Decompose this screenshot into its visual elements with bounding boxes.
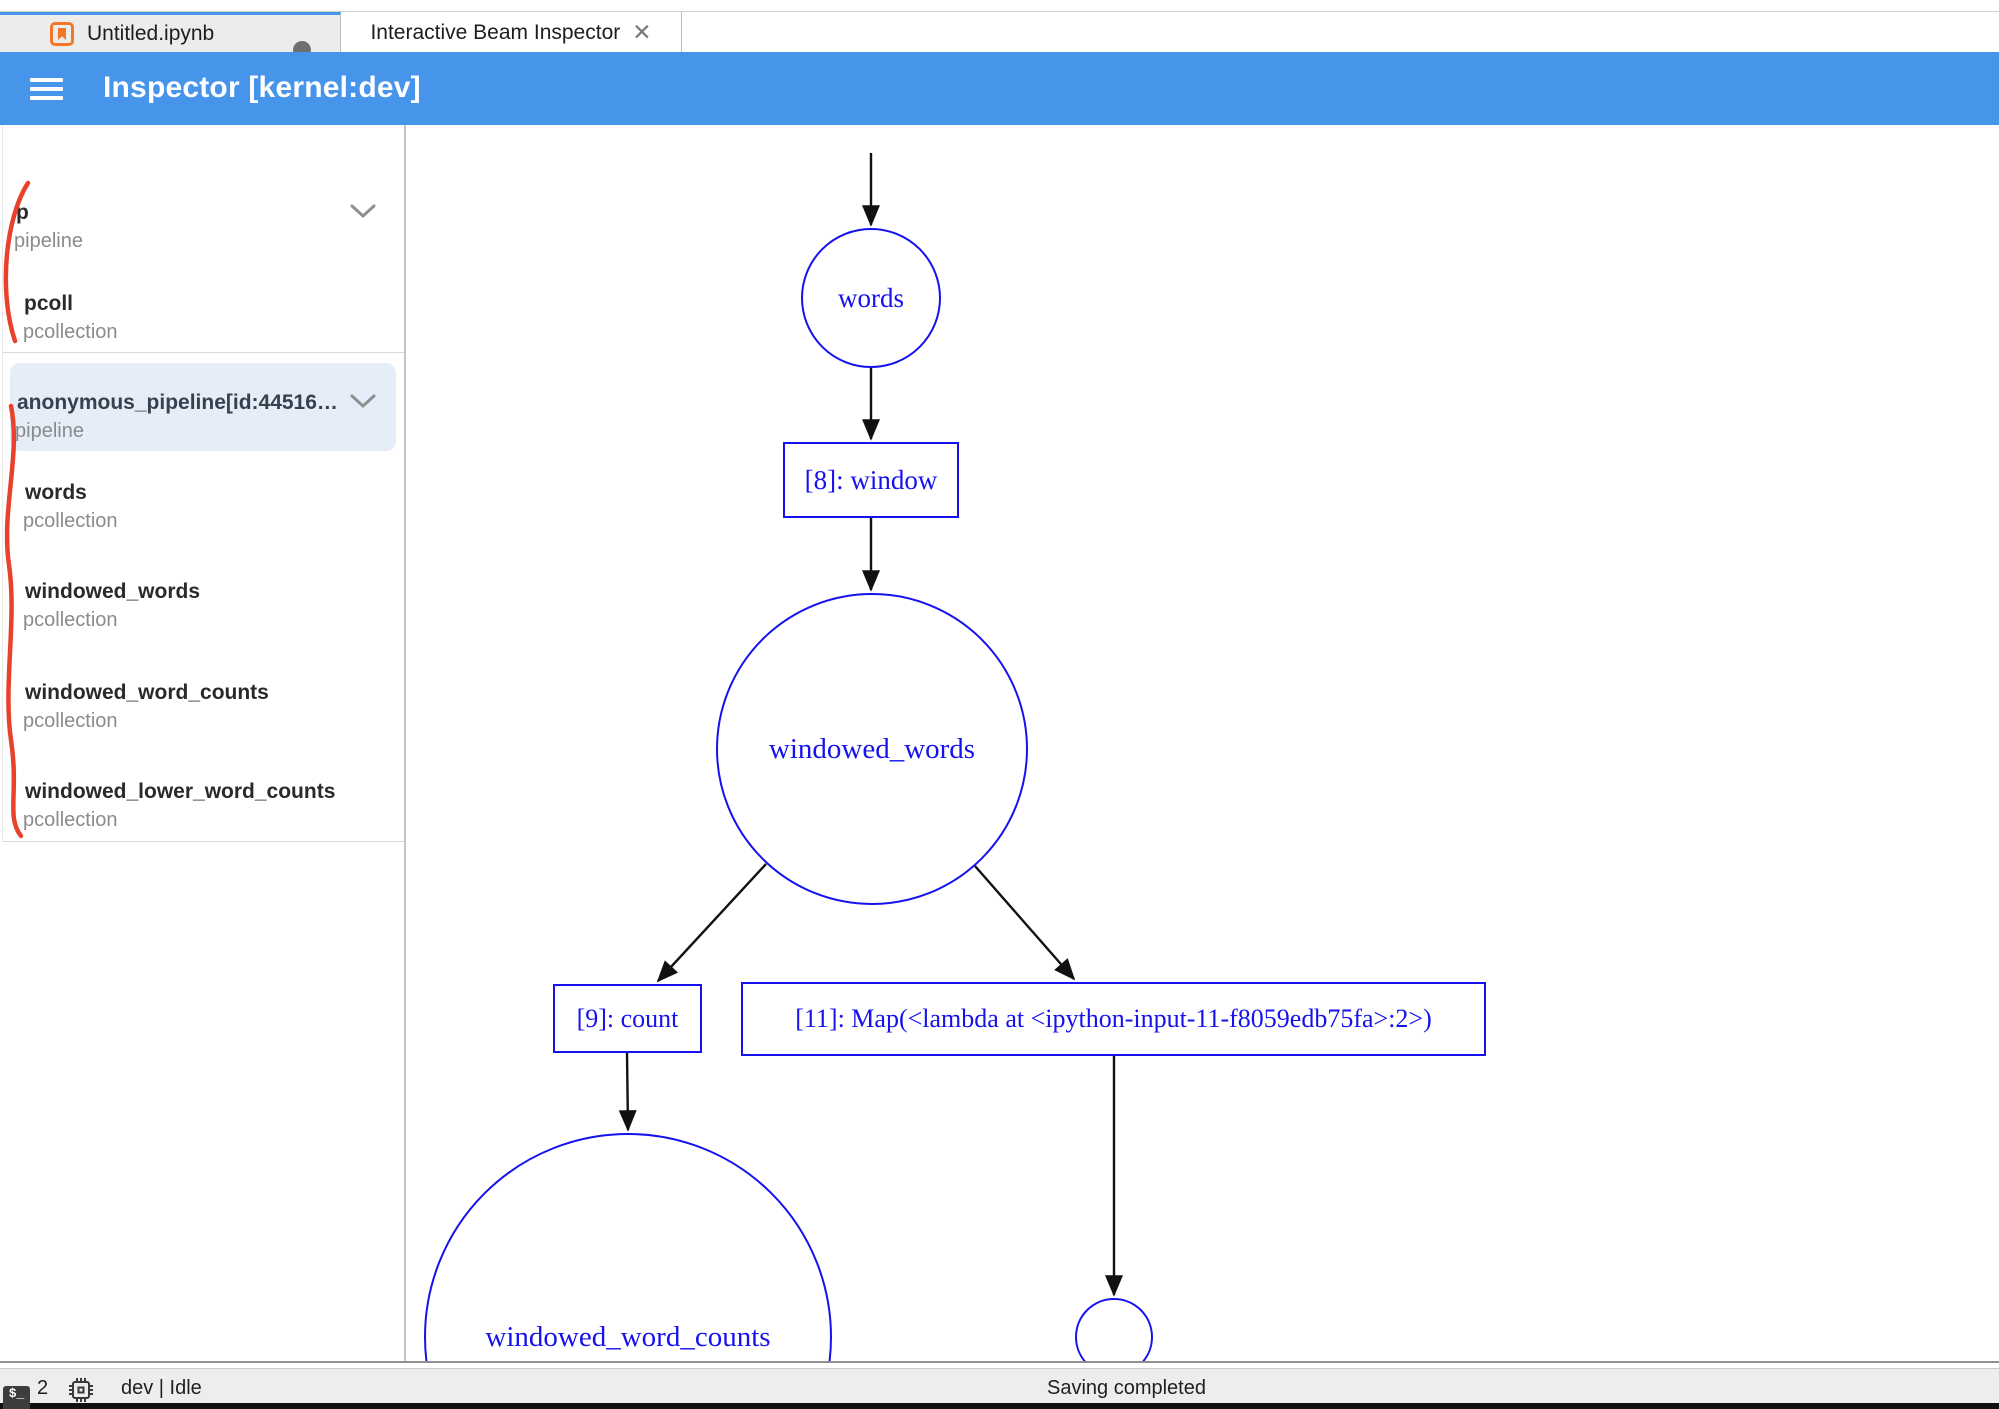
sidebar-item-windowed-lower-word-counts[interactable]: windowed_lower_word_counts pcollection — [0, 780, 404, 832]
pipeline-sidebar: p pipeline pcoll pcollection anonymous_p… — [0, 125, 404, 1361]
jupyter-notebook-icon — [50, 22, 74, 46]
pcollection-name: words — [25, 481, 87, 504]
kernel-chip-icon[interactable] — [68, 1377, 94, 1403]
node-label: windowed_words — [768, 732, 976, 765]
chevron-down-icon[interactable] — [350, 393, 376, 409]
pcollection-name: windowed_words — [25, 580, 201, 603]
pipeline-type: pipeline — [14, 230, 83, 252]
pcollection-name: windowed_word_counts — [25, 681, 269, 704]
pipeline-name: anonymous_pipeline[id:44516… — [17, 391, 338, 414]
node-transform-9-count[interactable]: [9]: count — [553, 984, 702, 1053]
terminal-icon[interactable]: $_ — [3, 1386, 30, 1409]
pcollection-name: pcoll — [24, 292, 74, 315]
pipeline-panel-anonymous — [2, 353, 404, 842]
tab-untitled-notebook[interactable]: Untitled.ipynb — [0, 12, 341, 59]
node-label: [11]: Map(<lambda at <ipython-input-11-f… — [795, 1004, 1432, 1033]
content-bottom-border — [0, 1361, 1999, 1363]
node-transform-8-window[interactable]: [8]: window — [783, 442, 959, 518]
tab-label: Untitled.ipynb — [87, 22, 215, 45]
sidebar-item-anonymous-pipeline[interactable]: anonymous_pipeline[id:44516… pipeline — [0, 391, 404, 443]
node-transform-11-map[interactable]: [11]: Map(<lambda at <ipython-input-11-f… — [741, 982, 1486, 1056]
node-label: words — [838, 282, 904, 313]
sidebar-item-words[interactable]: words pcollection — [0, 481, 404, 533]
node-words[interactable]: words — [801, 228, 941, 368]
kernel-status[interactable]: dev | Idle — [121, 1377, 202, 1399]
graph-edges — [618, 153, 1123, 1297]
sidebar-divider — [404, 125, 406, 1361]
node-windowed-lower-word-counts[interactable] — [1075, 1298, 1153, 1361]
pipeline-type: pipeline — [15, 420, 84, 442]
edge-windowedwords-map — [974, 865, 1076, 981]
chevron-down-icon[interactable] — [350, 203, 376, 219]
pipeline-name: p — [16, 201, 29, 224]
tab-label: Interactive Beam Inspector — [370, 20, 621, 44]
close-icon[interactable]: ✕ — [632, 19, 652, 45]
edge-windowedwords-count — [656, 863, 767, 983]
pcollection-type: pcollection — [23, 809, 118, 831]
menu-icon[interactable] — [30, 78, 63, 100]
pcollection-type: pcollection — [23, 321, 118, 343]
selected-row-highlight — [10, 363, 396, 451]
sidebar-item-pcoll[interactable]: pcoll pcollection — [0, 292, 404, 344]
pipeline-graph: words [8]: window windowed_words [9]: co… — [406, 125, 1999, 1361]
pcollection-name: windowed_lower_word_counts — [25, 780, 336, 803]
sidebar-item-windowed-words[interactable]: windowed_words pcollection — [0, 580, 404, 632]
pcollection-type: pcollection — [23, 510, 118, 532]
node-label: [8]: window — [804, 464, 938, 495]
inspector-header: Inspector [kernel:dev] — [0, 52, 1999, 125]
page-title: Inspector [kernel:dev] — [103, 71, 421, 104]
pcollection-type: pcollection — [23, 710, 118, 732]
status-bar — [0, 1368, 1999, 1403]
status-message: Saving completed — [1047, 1377, 1206, 1399]
tab-bar: Untitled.ipynb Interactive Beam Inspecto… — [0, 11, 1999, 59]
sidebar-item-windowed-word-counts[interactable]: windowed_word_counts pcollection — [0, 681, 404, 733]
tab-interactive-beam-inspector[interactable]: Interactive Beam Inspector ✕ — [341, 12, 682, 53]
node-windowed-words[interactable]: windowed_words — [716, 593, 1028, 905]
pipeline-panel-p — [2, 125, 404, 353]
window-bottom-edge — [0, 1403, 1999, 1409]
node-label: [9]: count — [576, 1003, 679, 1033]
kernel-sessions-count[interactable]: 2 — [37, 1377, 49, 1399]
sidebar-item-pipeline-p[interactable]: p pipeline — [0, 201, 404, 253]
node-label: windowed_word_counts — [485, 1320, 771, 1353]
pcollection-type: pcollection — [23, 609, 118, 631]
edge-count-wordcounts — [618, 1052, 637, 1132]
